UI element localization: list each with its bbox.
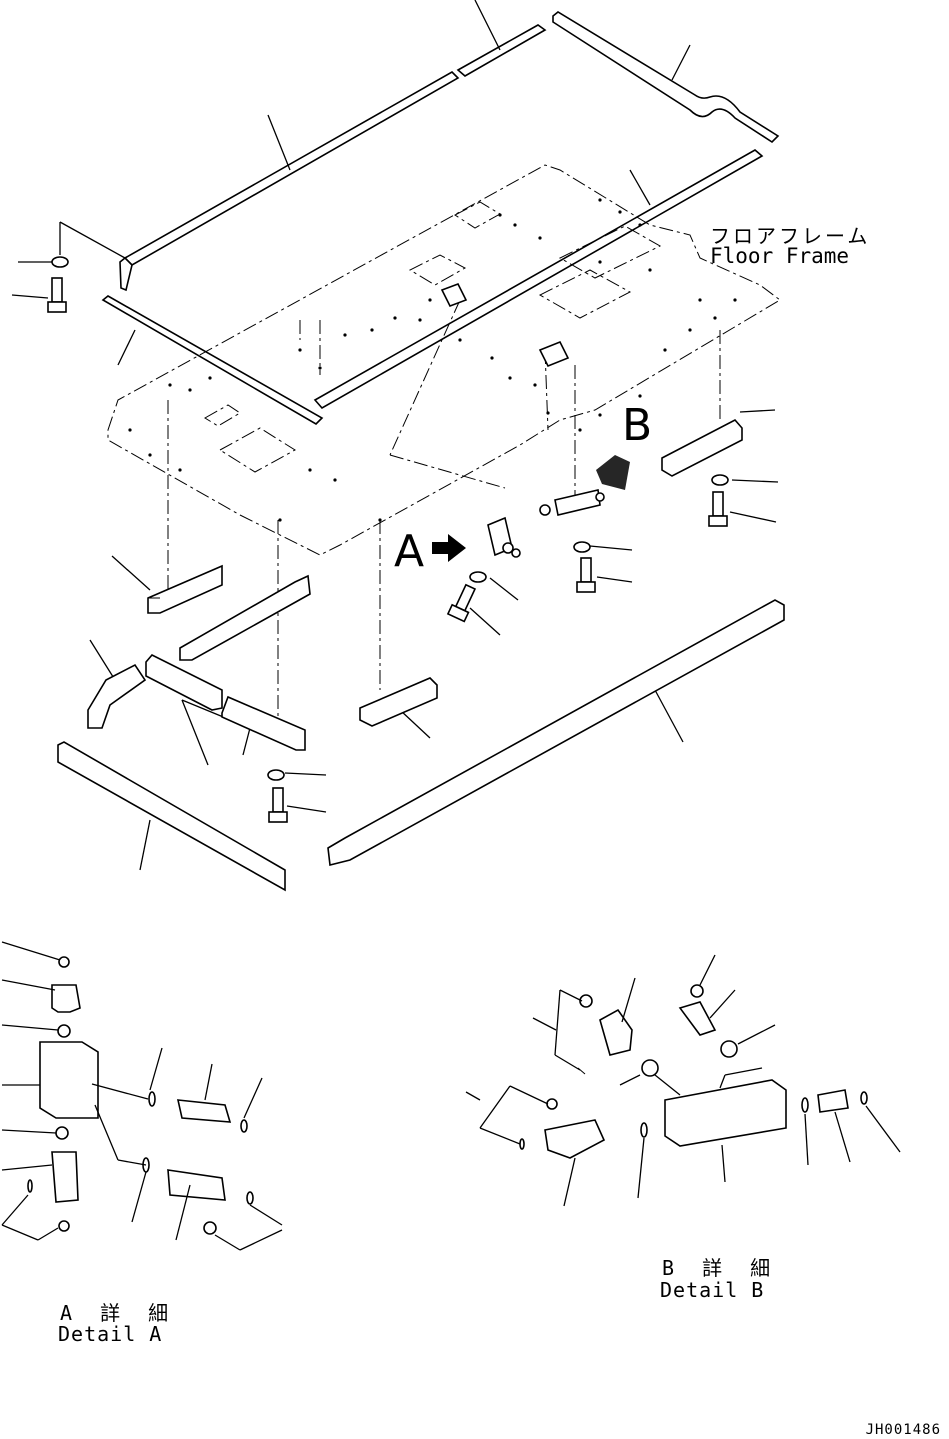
valve-assembly-a [487,516,521,558]
detail-a-leaders [1,941,283,1251]
detail-b-title-en: Detail B [660,1278,765,1302]
top-rail-front [101,295,324,426]
drawing-code: JH001486 [865,1422,941,1438]
top-rail-long [313,149,764,410]
callout-b-label: B [622,400,653,451]
detail-b-title-jp: B 詳 細 [662,1256,779,1280]
top-rail-right-curved [552,11,780,144]
detail-b-leaders [465,954,901,1207]
side-beam-right [327,599,785,866]
mounting-block-front-pair [145,654,306,751]
left-front-bracket [87,663,147,729]
arrow-a-icon [432,534,466,562]
assembly-title-jp: フロアフレーム [710,224,871,248]
callout-a-label: A [394,526,425,577]
mounting-block-left [147,564,223,614]
front-beam-left [57,741,286,892]
alignment-lines [167,299,721,720]
top-rail-left-upper [119,24,547,292]
detail-a-title-en: Detail A [58,1322,163,1346]
bolts-and-washers [47,256,729,823]
valve-assembly-b [539,489,605,516]
detail-b-parts [519,984,868,1159]
detail-a-title-jp: A 詳 細 [60,1301,177,1325]
floor-plate-holes [128,198,737,522]
mounting-bracket-small [440,282,570,368]
leader-lines [11,0,779,871]
arrow-b-icon [596,455,630,490]
crossmember [179,574,311,661]
mounting-block-right-top [661,419,743,477]
mounting-block-center [359,677,438,727]
assembly-title-en: Floor Frame [710,244,850,268]
